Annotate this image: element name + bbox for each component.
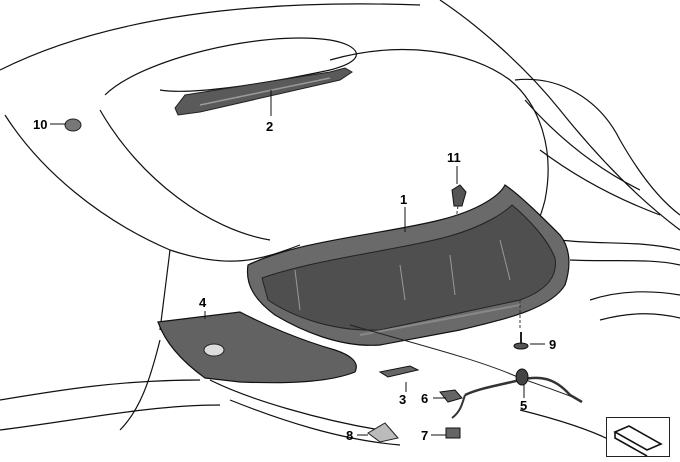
third-brake-light-icon: [174, 67, 353, 116]
connector-part-7-icon: [445, 427, 461, 439]
nav-arrow-glyph: [613, 425, 663, 456]
side-trim-panel-icon: [157, 311, 357, 384]
screw-part-9-icon: [513, 300, 529, 350]
clip-part-10-icon: [64, 118, 82, 132]
vehicle-outline-icon: [0, 0, 680, 446]
wiring-harness-icon: [349, 324, 583, 419]
callout-part-10: 10: [33, 117, 48, 132]
callout-part-7: 7: [421, 428, 429, 443]
nav-arrow-icon[interactable]: [606, 417, 670, 457]
connector-part-6-icon: [439, 389, 463, 403]
leader-lines: [50, 90, 545, 436]
callout-part-5: 5: [520, 398, 528, 413]
callout-part-6: 6: [421, 391, 429, 406]
callout-part-2: 2: [266, 119, 274, 134]
trunk-lid-trim-panel-icon: [246, 184, 570, 346]
bracket-part-3-icon: [378, 365, 420, 378]
callout-part-8: 8: [346, 428, 354, 443]
callout-part-1: 1: [400, 192, 408, 207]
callout-part-4: 4: [199, 295, 207, 310]
callout-part-9: 9: [549, 337, 557, 352]
callout-part-11: 11: [447, 150, 461, 165]
callout-part-3: 3: [399, 392, 407, 407]
grommet-part-8-icon: [367, 422, 399, 443]
